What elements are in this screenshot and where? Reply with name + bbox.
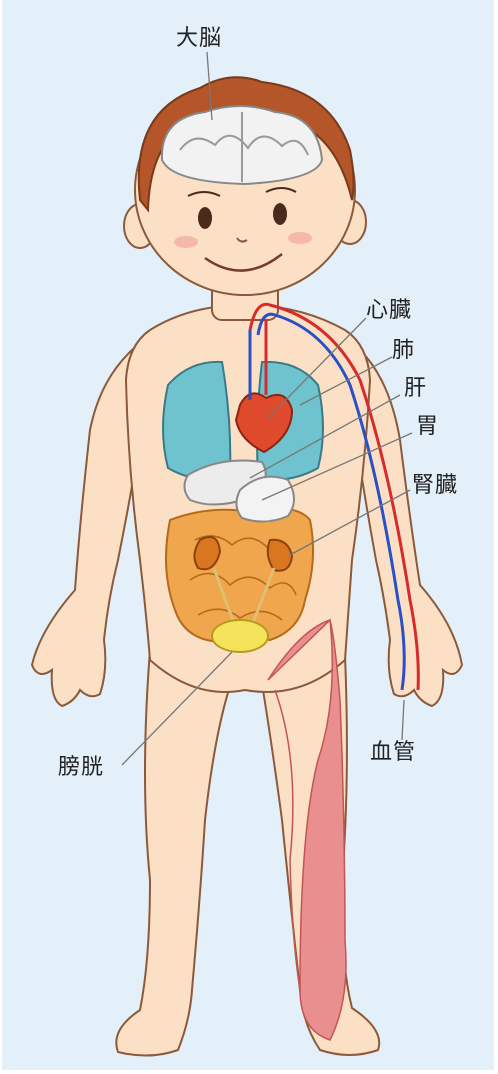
label-bladder: 膀胱 <box>58 757 104 779</box>
label-kidney: 腎臓 <box>412 475 458 497</box>
label-liver: 肝 <box>404 378 427 400</box>
label-lung: 肺 <box>392 340 415 362</box>
label-heart: 心臓 <box>366 300 412 322</box>
label-stomach: 胃 <box>416 416 439 438</box>
brain <box>162 106 322 184</box>
bladder <box>212 620 268 652</box>
label-blood-vessel: 血管 <box>370 742 416 764</box>
label-brain: 大脳 <box>176 28 222 50</box>
